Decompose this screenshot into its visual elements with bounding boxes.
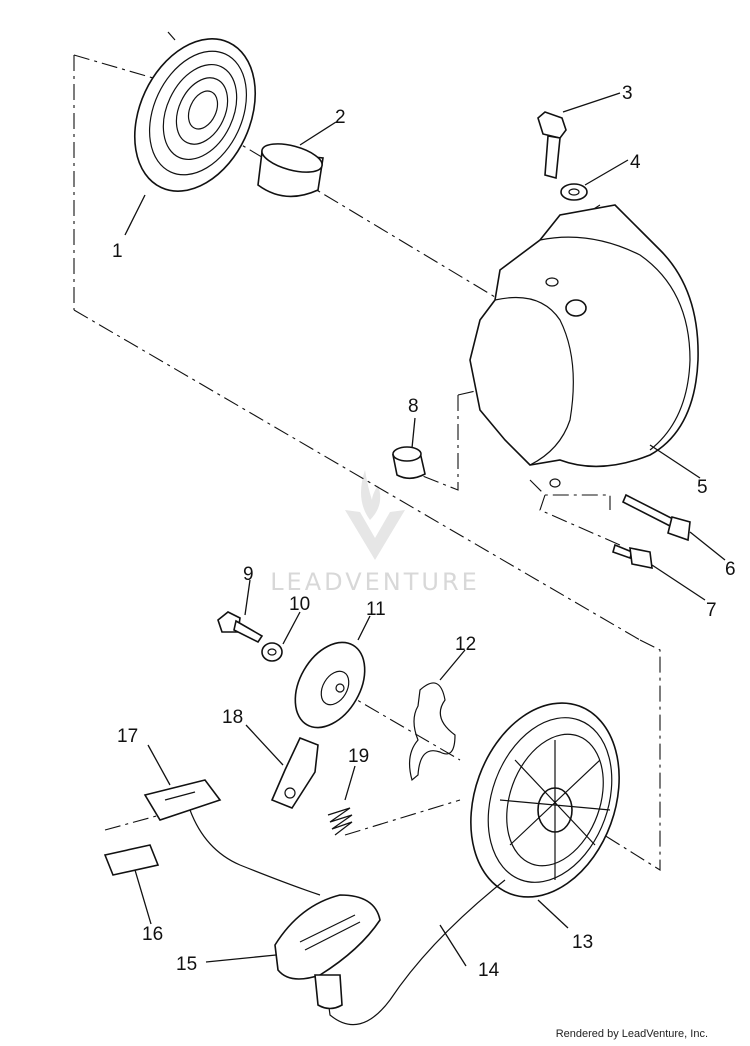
- callout-12: 12: [455, 634, 476, 655]
- part-9-bolt: [217, 611, 264, 644]
- part-16-decal: [103, 844, 160, 876]
- part-8-spacer: [392, 446, 426, 480]
- callout-2: 2: [335, 107, 346, 128]
- callout-14: 14: [478, 960, 500, 981]
- callout-13: 13: [572, 932, 593, 953]
- callout-19: 19: [348, 746, 369, 767]
- part-13-pulley: [470, 702, 620, 898]
- part-11-friction-plate: [294, 641, 366, 729]
- callout-8: 8: [408, 396, 419, 417]
- callout-labels: 1 2 3 4 5 6 7 8 9 10 11 12 13 14 15 16 1…: [112, 83, 736, 981]
- callout-10: 10: [289, 594, 310, 615]
- callout-7: 7: [706, 600, 717, 621]
- callout-1: 1: [112, 241, 123, 262]
- callout-9: 9: [243, 564, 254, 585]
- rendered-by-credit: Rendered by LeadVenture, Inc.: [555, 1028, 708, 1040]
- part-1-recoil-spring: [133, 31, 257, 192]
- part-18-pawl: [270, 736, 319, 809]
- leader-lines: [124, 92, 726, 967]
- part-4-washer: [560, 183, 588, 201]
- callout-4: 4: [630, 152, 641, 173]
- watermark-v-icon: [345, 510, 405, 560]
- part-6-screw: [621, 493, 691, 542]
- part-19-pawl-spring: [327, 807, 353, 836]
- callout-5: 5: [697, 477, 708, 498]
- callout-15: 15: [176, 954, 197, 975]
- part-15-handle: [274, 894, 381, 1010]
- part-12-spring-clip: [408, 682, 456, 782]
- part-10-washer: [261, 642, 283, 662]
- watermark-text: LEADVENTURE: [270, 568, 480, 596]
- callout-6: 6: [725, 559, 736, 580]
- part-3-bolt: [537, 111, 567, 180]
- callout-17: 17: [117, 726, 138, 747]
- leadventure-watermark: LEADVENTURE: [270, 470, 480, 596]
- callout-3: 3: [622, 83, 633, 104]
- part-17-handle-insert: [143, 779, 321, 896]
- part-2-bushing: [257, 143, 324, 198]
- part-14-starter-rope: [327, 879, 506, 1026]
- callout-16: 16: [142, 924, 163, 945]
- part-5-recoil-housing: [469, 204, 699, 488]
- watermark-flame-icon: [361, 470, 381, 520]
- part-7-screw: [612, 543, 653, 570]
- callout-18: 18: [222, 707, 243, 728]
- callout-11: 11: [366, 599, 386, 620]
